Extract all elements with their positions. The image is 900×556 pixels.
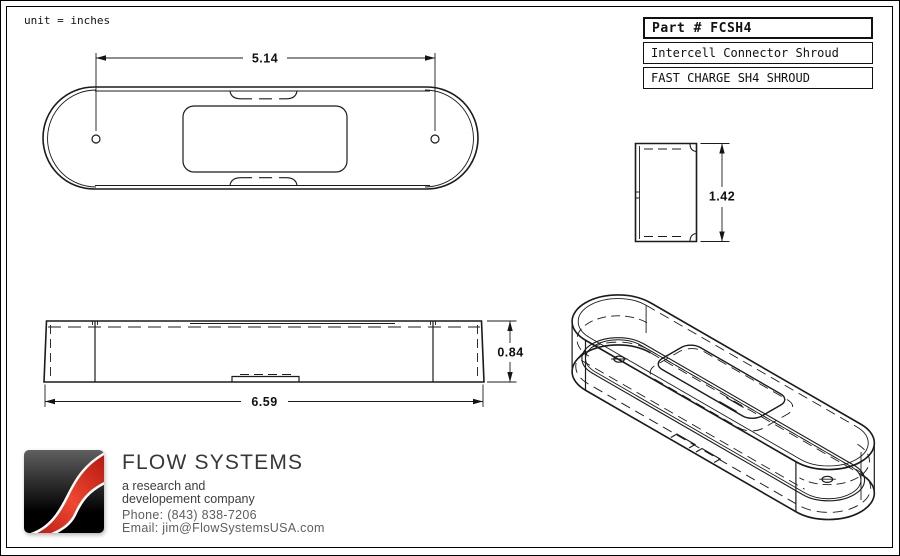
iso-center-boss: [653, 342, 791, 422]
end-view: 1.42: [634, 142, 735, 243]
iso-floor-edge: [567, 329, 880, 509]
iso-wall-tabs: [671, 434, 720, 463]
company-phone: Phone: (843) 838-7206: [122, 508, 257, 522]
top-view-outline: [42, 86, 479, 190]
title-block-product-title: FAST CHARGE SH4 SHROUD: [643, 67, 873, 89]
hole-right: [430, 134, 440, 144]
title-block: Part # FCSH4 Intercell Connector Shroud …: [643, 17, 873, 92]
top-view: 5.14: [42, 51, 479, 190]
front-bottom-tab: [231, 375, 300, 382]
dim-end-height: 1.42: [700, 143, 735, 242]
logo-text-block: FLOW SYSTEMS a research and developement…: [122, 451, 382, 535]
company-tagline-1: a research and: [122, 479, 206, 493]
company-tagline-2: developement company: [122, 492, 255, 506]
iso-outer-rim: [553, 284, 893, 481]
dim-front-length: 6.59: [44, 384, 484, 409]
front-view: 0.84 6.59: [43, 320, 523, 409]
end-view-outline: [634, 142, 698, 243]
bottom-tab: [229, 177, 298, 186]
top-tab: [229, 90, 298, 100]
dim-text-end-height: 1.42: [709, 190, 735, 204]
iso-hole-right: [820, 475, 835, 484]
company-logo: [23, 449, 105, 540]
iso-hole-left: [612, 355, 627, 364]
sheet-inner-border: [6, 6, 893, 548]
company-name: FLOW SYSTEMS: [122, 451, 304, 474]
dim-text-front-length: 6.59: [251, 395, 277, 409]
title-block-part-number: Part # FCSH4: [643, 17, 873, 39]
isometric-view: [553, 284, 893, 531]
unit-note: unit = inches: [24, 14, 111, 27]
dim-hole-spacing: 5.14: [95, 51, 436, 131]
hole-left: [91, 134, 101, 144]
logo-swoosh: [29, 454, 104, 533]
dim-text-hole-spacing: 5.14: [252, 51, 278, 65]
center-pocket: [182, 105, 348, 173]
iso-bottom-silhouette: [553, 334, 893, 531]
dim-front-height: 0.84: [487, 320, 523, 383]
title-block-description: Intercell Connector Shroud: [643, 42, 873, 64]
company-email: Email: jim@FlowSystemsUSA.com: [122, 521, 325, 535]
dim-text-front-height: 0.84: [497, 346, 523, 360]
flow-systems-logo-icon: [24, 450, 104, 533]
front-view-outline: [43, 320, 485, 383]
iso-vertical-edges: [571, 305, 875, 512]
